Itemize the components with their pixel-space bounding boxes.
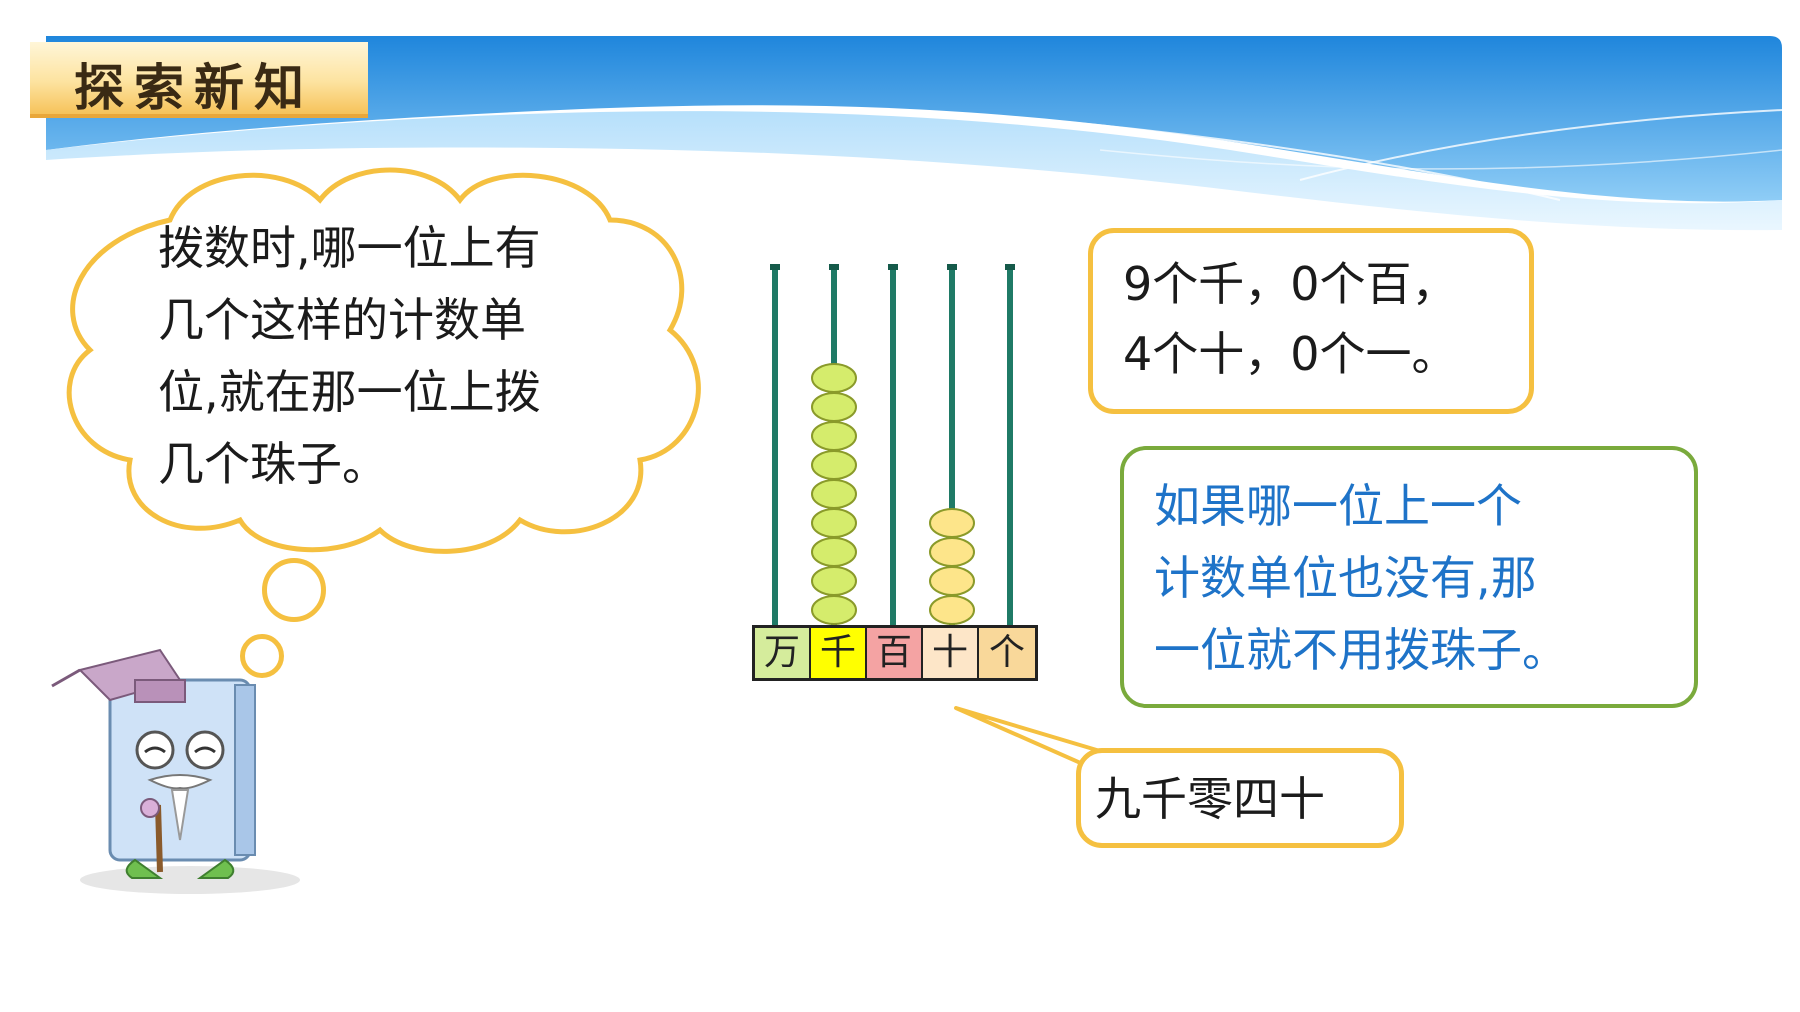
abacus-bead-tens (929, 595, 975, 625)
abacus-bead-thousands (811, 537, 857, 567)
abacus-rod-cap (947, 264, 957, 270)
abacus-bead-thousands (811, 450, 857, 480)
label-ten-thousands: 万 (755, 628, 811, 678)
place-value-line: 4个十，0个一。 (1123, 327, 1458, 381)
cloud-line: 拨数时,哪一位上有 (158, 221, 541, 275)
abacus-bead-thousands (811, 508, 857, 538)
tip-line: 计数单位也没有,那 (1154, 551, 1537, 605)
number-reading-box: 九千零四十 (1076, 748, 1404, 848)
abacus-bead-tens (929, 537, 975, 567)
label-thousands: 千 (811, 628, 867, 678)
tip-line: 如果哪一位上一个 (1154, 479, 1522, 533)
cloud-text: 拨数时,哪一位上有 几个这样的计数单 位,就在那一位上拨 几个珠子。 (158, 212, 718, 500)
thought-bubble-dot (240, 634, 284, 678)
abacus-bead-thousands (811, 566, 857, 596)
thought-cloud (66, 167, 701, 554)
abacus-bead-thousands (811, 392, 857, 422)
abacus-rod-ten-thousands (772, 268, 778, 626)
section-title: 探索新知 (74, 59, 314, 117)
cloud-line: 几个这样的计数单 (158, 293, 526, 347)
abacus-place-labels: 万 千 百 十 个 (752, 625, 1038, 681)
abacus-bead-thousands (811, 363, 857, 393)
abacus-bead-thousands (811, 421, 857, 451)
abacus (770, 264, 1015, 626)
cloud-line: 位,就在那一位上拨 (158, 365, 541, 419)
thought-bubble-dot (262, 558, 326, 622)
abacus-rod-cap (770, 264, 780, 270)
tip-box: 如果哪一位上一个 计数单位也没有,那 一位就不用拨珠子。 (1120, 446, 1698, 708)
abacus-rod-hundreds (890, 268, 896, 626)
label-ones: 个 (979, 628, 1035, 678)
abacus-rod-cap (888, 264, 898, 270)
tip-line: 一位就不用拨珠子。 (1154, 623, 1568, 677)
cloud-outline (66, 167, 701, 554)
section-title-tab: 探索新知 (30, 42, 368, 118)
abacus-rod-cap (829, 264, 839, 270)
abacus-bead-tens (929, 566, 975, 596)
place-value-line: 9个千，0个百， (1123, 257, 1458, 311)
place-value-box: 9个千，0个百， 4个十，0个一。 (1088, 228, 1534, 414)
label-hundreds: 百 (867, 628, 923, 678)
label-tens: 十 (923, 628, 979, 678)
abacus-bead-tens (929, 508, 975, 538)
cloud-line: 几个珠子。 (158, 437, 388, 491)
number-reading-text: 九千零四十 (1095, 772, 1325, 826)
abacus-rod-cap (1005, 264, 1015, 270)
abacus-rod-tens (949, 268, 955, 626)
abacus-rod-ones (1007, 268, 1013, 626)
book-professor-illustration (51, 648, 300, 894)
abacus-bead-thousands (811, 479, 857, 509)
header-banner (46, 36, 1783, 231)
abacus-bead-thousands (811, 595, 857, 625)
